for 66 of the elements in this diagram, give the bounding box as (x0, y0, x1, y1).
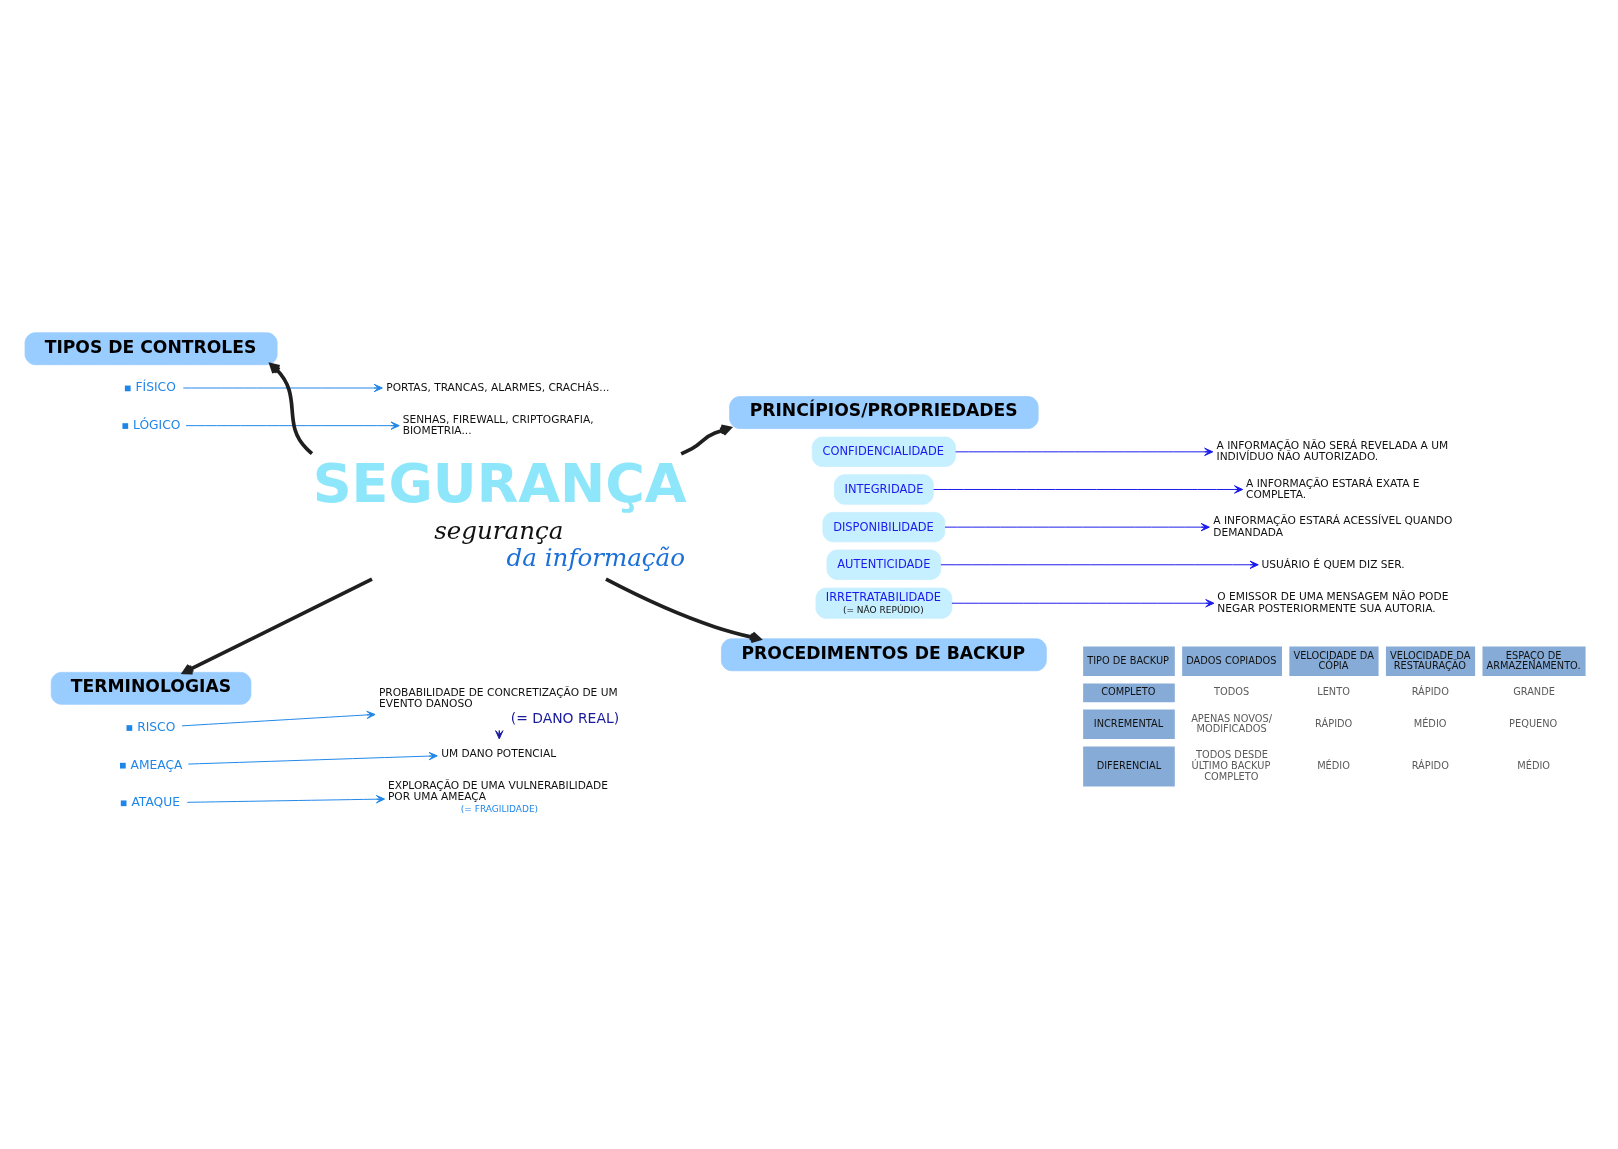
arrow (182, 577, 373, 675)
label: INCREMENTAL (1093, 717, 1164, 729)
arrow (182, 383, 383, 392)
arrow (186, 794, 386, 803)
node-text: A INFORMAÇÃO NÃO SERÁ REVELADA A UM INDIVÍDUO NÃO AUTORIZADO. (1216, 438, 1449, 463)
node-box: IRRETRATABILIDADE (= NÃO REPÚDIO) (815, 587, 953, 619)
arrow (187, 751, 438, 765)
node-box (119, 762, 126, 769)
node-label: FÍSICO (135, 379, 176, 394)
node-text: SENHAS, FIREWALL, CRIPTOGRAFIA, BIOMETRIA... (402, 412, 594, 437)
arrow (680, 424, 732, 456)
node-label: LÓGICO (133, 417, 181, 432)
arrow (269, 362, 314, 455)
node-label: (= FRAGILIDADE) (460, 803, 539, 814)
label: MÉDIO (1517, 759, 1551, 771)
label: LENTO (1317, 685, 1350, 697)
node-box (122, 422, 129, 429)
arrow (951, 598, 1215, 607)
node-text: A INFORMAÇÃO ESTARÁ EXATA E COMPLETA. (1245, 476, 1420, 501)
label: DIFERENCIAL (1096, 759, 1162, 771)
label: RÁPIDO (1411, 685, 1449, 697)
node-box (124, 385, 131, 391)
node-text: USUÁRIO É QUEM DIZ SER. (1261, 557, 1405, 571)
node-text: A INFORMAÇÃO ESTARÁ ACESSÍVEL QUANDO DEMANDADA (1213, 513, 1453, 539)
arrow (944, 522, 1210, 531)
node-text: O EMISSOR DE UMA MENSAGEM NÃO PODE NEGAR POSTERIORMENTE SUA AUTORIA. (1217, 589, 1449, 615)
label: TODOS DESDE ÚLTIMO BACKUP COMPLETO (1191, 748, 1271, 782)
label: VELOCIDADE DA RESTAURAÇÃO (1390, 649, 1471, 671)
label: TIPO DE BACKUP (1087, 654, 1170, 666)
label: TODOS (1214, 685, 1250, 697)
node-label: (= DANO REAL) (510, 709, 620, 726)
node-box: CONFIDENCIALIDADE (811, 436, 956, 467)
node-label: ATAQUE (131, 794, 180, 809)
node-label: RISCO (137, 719, 176, 734)
node-label: AMEAÇA (130, 757, 183, 772)
label: VELOCIDADE DA CÓPIA (1293, 649, 1374, 671)
label: PEQUENO (1509, 717, 1558, 729)
label: COMPLETO (1101, 685, 1156, 697)
label: MÉDIO (1317, 759, 1350, 771)
node-box: TERMINOLOGIAS (50, 671, 252, 705)
arrow (940, 560, 1259, 569)
node-text: EXPLORAÇÃO DE UMA VULNERABILIDADE POR UMA AMEAÇA (387, 778, 608, 803)
label: MÉDIO (1413, 717, 1447, 729)
label: GRANDE (1513, 685, 1555, 697)
node-text: UM DANO POTENCIAL (441, 746, 557, 760)
node-box: PRINCÍPIOS/PROPRIEDADES (729, 395, 1039, 429)
node-text: PROBABILIDADE DE CONCRETIZAÇÃO DE UM EVENTO DANOSO (378, 685, 618, 710)
node-box: AUTENTICIDADE (826, 549, 942, 580)
label: APENAS NOVOS/ MODIFICADOS (1191, 712, 1272, 734)
arrow (933, 484, 1244, 494)
label: RÁPIDO (1411, 759, 1449, 771)
node-text: SEGURANÇA segurança da informação (312, 451, 687, 572)
label: RÁPIDO (1315, 717, 1353, 729)
arrow (181, 710, 376, 726)
arrow (185, 421, 400, 430)
label: DADOS COPIADOS (1186, 654, 1277, 666)
node-text: PORTAS, TRANCAS, ALARMES, CRACHÁS... (386, 380, 610, 394)
node-box: TIPOS DE CONTROLES (24, 331, 278, 365)
node-box: PROCEDIMENTOS DE BACKUP (721, 637, 1047, 671)
label: ESPAÇO DE ARMAZENAMENTO. (1486, 649, 1581, 671)
arrow (955, 447, 1214, 456)
node-box (126, 724, 133, 731)
node-box (120, 799, 127, 806)
node-box: DISPONIBILIDADE (822, 511, 946, 542)
node-box: INTEGRIDADE (833, 473, 934, 505)
arrow (605, 577, 762, 643)
